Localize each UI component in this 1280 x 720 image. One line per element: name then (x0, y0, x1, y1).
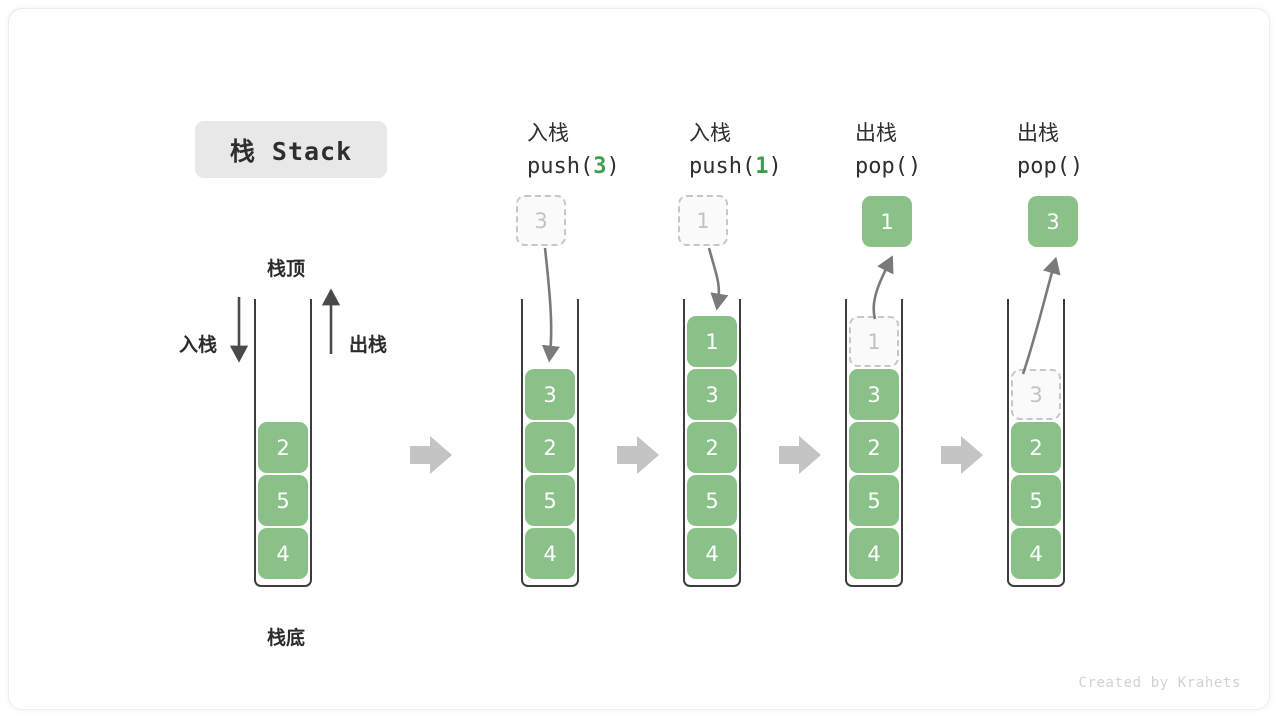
footer-credit: Created by Krahets (1078, 675, 1241, 691)
stack-cell: 5 (258, 475, 308, 526)
step-header-cn: 入栈 (689, 121, 731, 145)
step-separator-arrow (617, 436, 659, 474)
diagram-canvas: 栈 Stack 栈顶 栈底 入栈 出栈 入栈 push(3) 入栈 push(1… (8, 8, 1270, 710)
step-header-push-3: 入栈 push(3) (527, 117, 620, 183)
stack-cell: 2 (1011, 422, 1061, 473)
stack-cell: 2 (525, 422, 575, 473)
stack-cell-ghost: 1 (849, 316, 899, 367)
step-header-cn: 出栈 (855, 121, 897, 145)
arrows-overlay (229, 247, 1061, 474)
stack-cell-ghost: 3 (1011, 369, 1061, 420)
step-header-op: push(1) (689, 154, 782, 179)
stack-cell: 3 (525, 369, 575, 420)
step-separator-arrow (410, 436, 452, 474)
floating-cell-ghost: 1 (678, 195, 728, 246)
pop-legend-label: 出栈 (349, 334, 388, 356)
step-separator-arrow (779, 436, 821, 474)
stack-cell: 2 (687, 422, 737, 473)
stack-cell: 5 (525, 475, 575, 526)
stack-cell: 3 (849, 369, 899, 420)
step-header-cn: 出栈 (1017, 121, 1059, 145)
step-header-op: pop() (855, 154, 922, 179)
stack-cell: 4 (849, 528, 899, 579)
floating-cell-ghost: 3 (516, 195, 566, 246)
diagram-title-badge: 栈 Stack (195, 121, 387, 178)
stack-bottom-label: 栈底 (267, 627, 306, 649)
step-separator-arrow (941, 436, 983, 474)
stack-cell: 5 (1011, 475, 1061, 526)
step-header-pop-1: 出栈 pop() (855, 117, 921, 183)
stack-cell: 5 (687, 475, 737, 526)
stack-cell: 3 (687, 369, 737, 420)
stack-cell: 2 (849, 422, 899, 473)
stack-cell: 5 (849, 475, 899, 526)
stack-cell: 4 (1011, 528, 1061, 579)
push-1-arrow (707, 247, 729, 311)
step-header-op: push(3) (527, 154, 620, 179)
stack-cell: 4 (687, 528, 737, 579)
step-header-push-1: 入栈 push(1) (689, 117, 782, 183)
floating-cell-popped: 3 (1028, 196, 1078, 247)
stack-cell: 1 (687, 316, 737, 367)
step-header-pop-2: 出栈 pop() (1017, 117, 1083, 183)
stack-cell: 4 (525, 528, 575, 579)
stack-top-label: 栈顶 (267, 258, 306, 280)
push-legend-label: 入栈 (179, 334, 218, 356)
stack-cell: 4 (258, 528, 308, 579)
stack-cell: 2 (258, 422, 308, 473)
floating-cell-popped: 1 (862, 196, 912, 247)
step-header-op: pop() (1017, 154, 1084, 179)
step-header-cn: 入栈 (527, 121, 569, 145)
